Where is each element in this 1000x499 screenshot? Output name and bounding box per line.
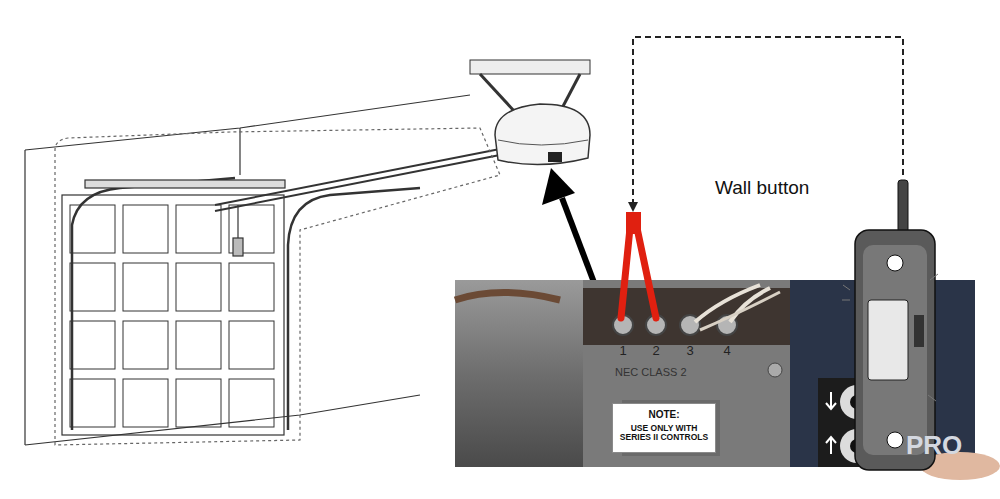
part-label: Wall button xyxy=(715,177,809,199)
opener-unit xyxy=(470,60,590,165)
brand-text: PRO xyxy=(906,430,962,461)
wall-button-drawing xyxy=(842,180,938,470)
pointer-arrow xyxy=(562,198,595,285)
red-jumper-wire xyxy=(621,212,656,318)
note-heading: NOTE: xyxy=(616,409,712,421)
terminal-strip: 1 2 3 4NEC CLASS 2 xyxy=(590,210,790,390)
note-text: USE ONLY WITH SERIES II CONTROLS xyxy=(616,424,712,444)
terminal-number: 3 xyxy=(686,343,693,358)
wall-button: Wall button xyxy=(712,175,940,475)
garage-drawing xyxy=(25,95,505,445)
terminal-number: 4 xyxy=(723,343,730,358)
terminal-number: 2 xyxy=(652,343,659,358)
signal-connector xyxy=(633,37,903,210)
terminal-number: 1 xyxy=(619,343,626,358)
rating-text: NEC CLASS 2 xyxy=(615,366,687,378)
note-plate: NOTE: USE ONLY WITH SERIES II CONTROLS xyxy=(612,403,716,453)
